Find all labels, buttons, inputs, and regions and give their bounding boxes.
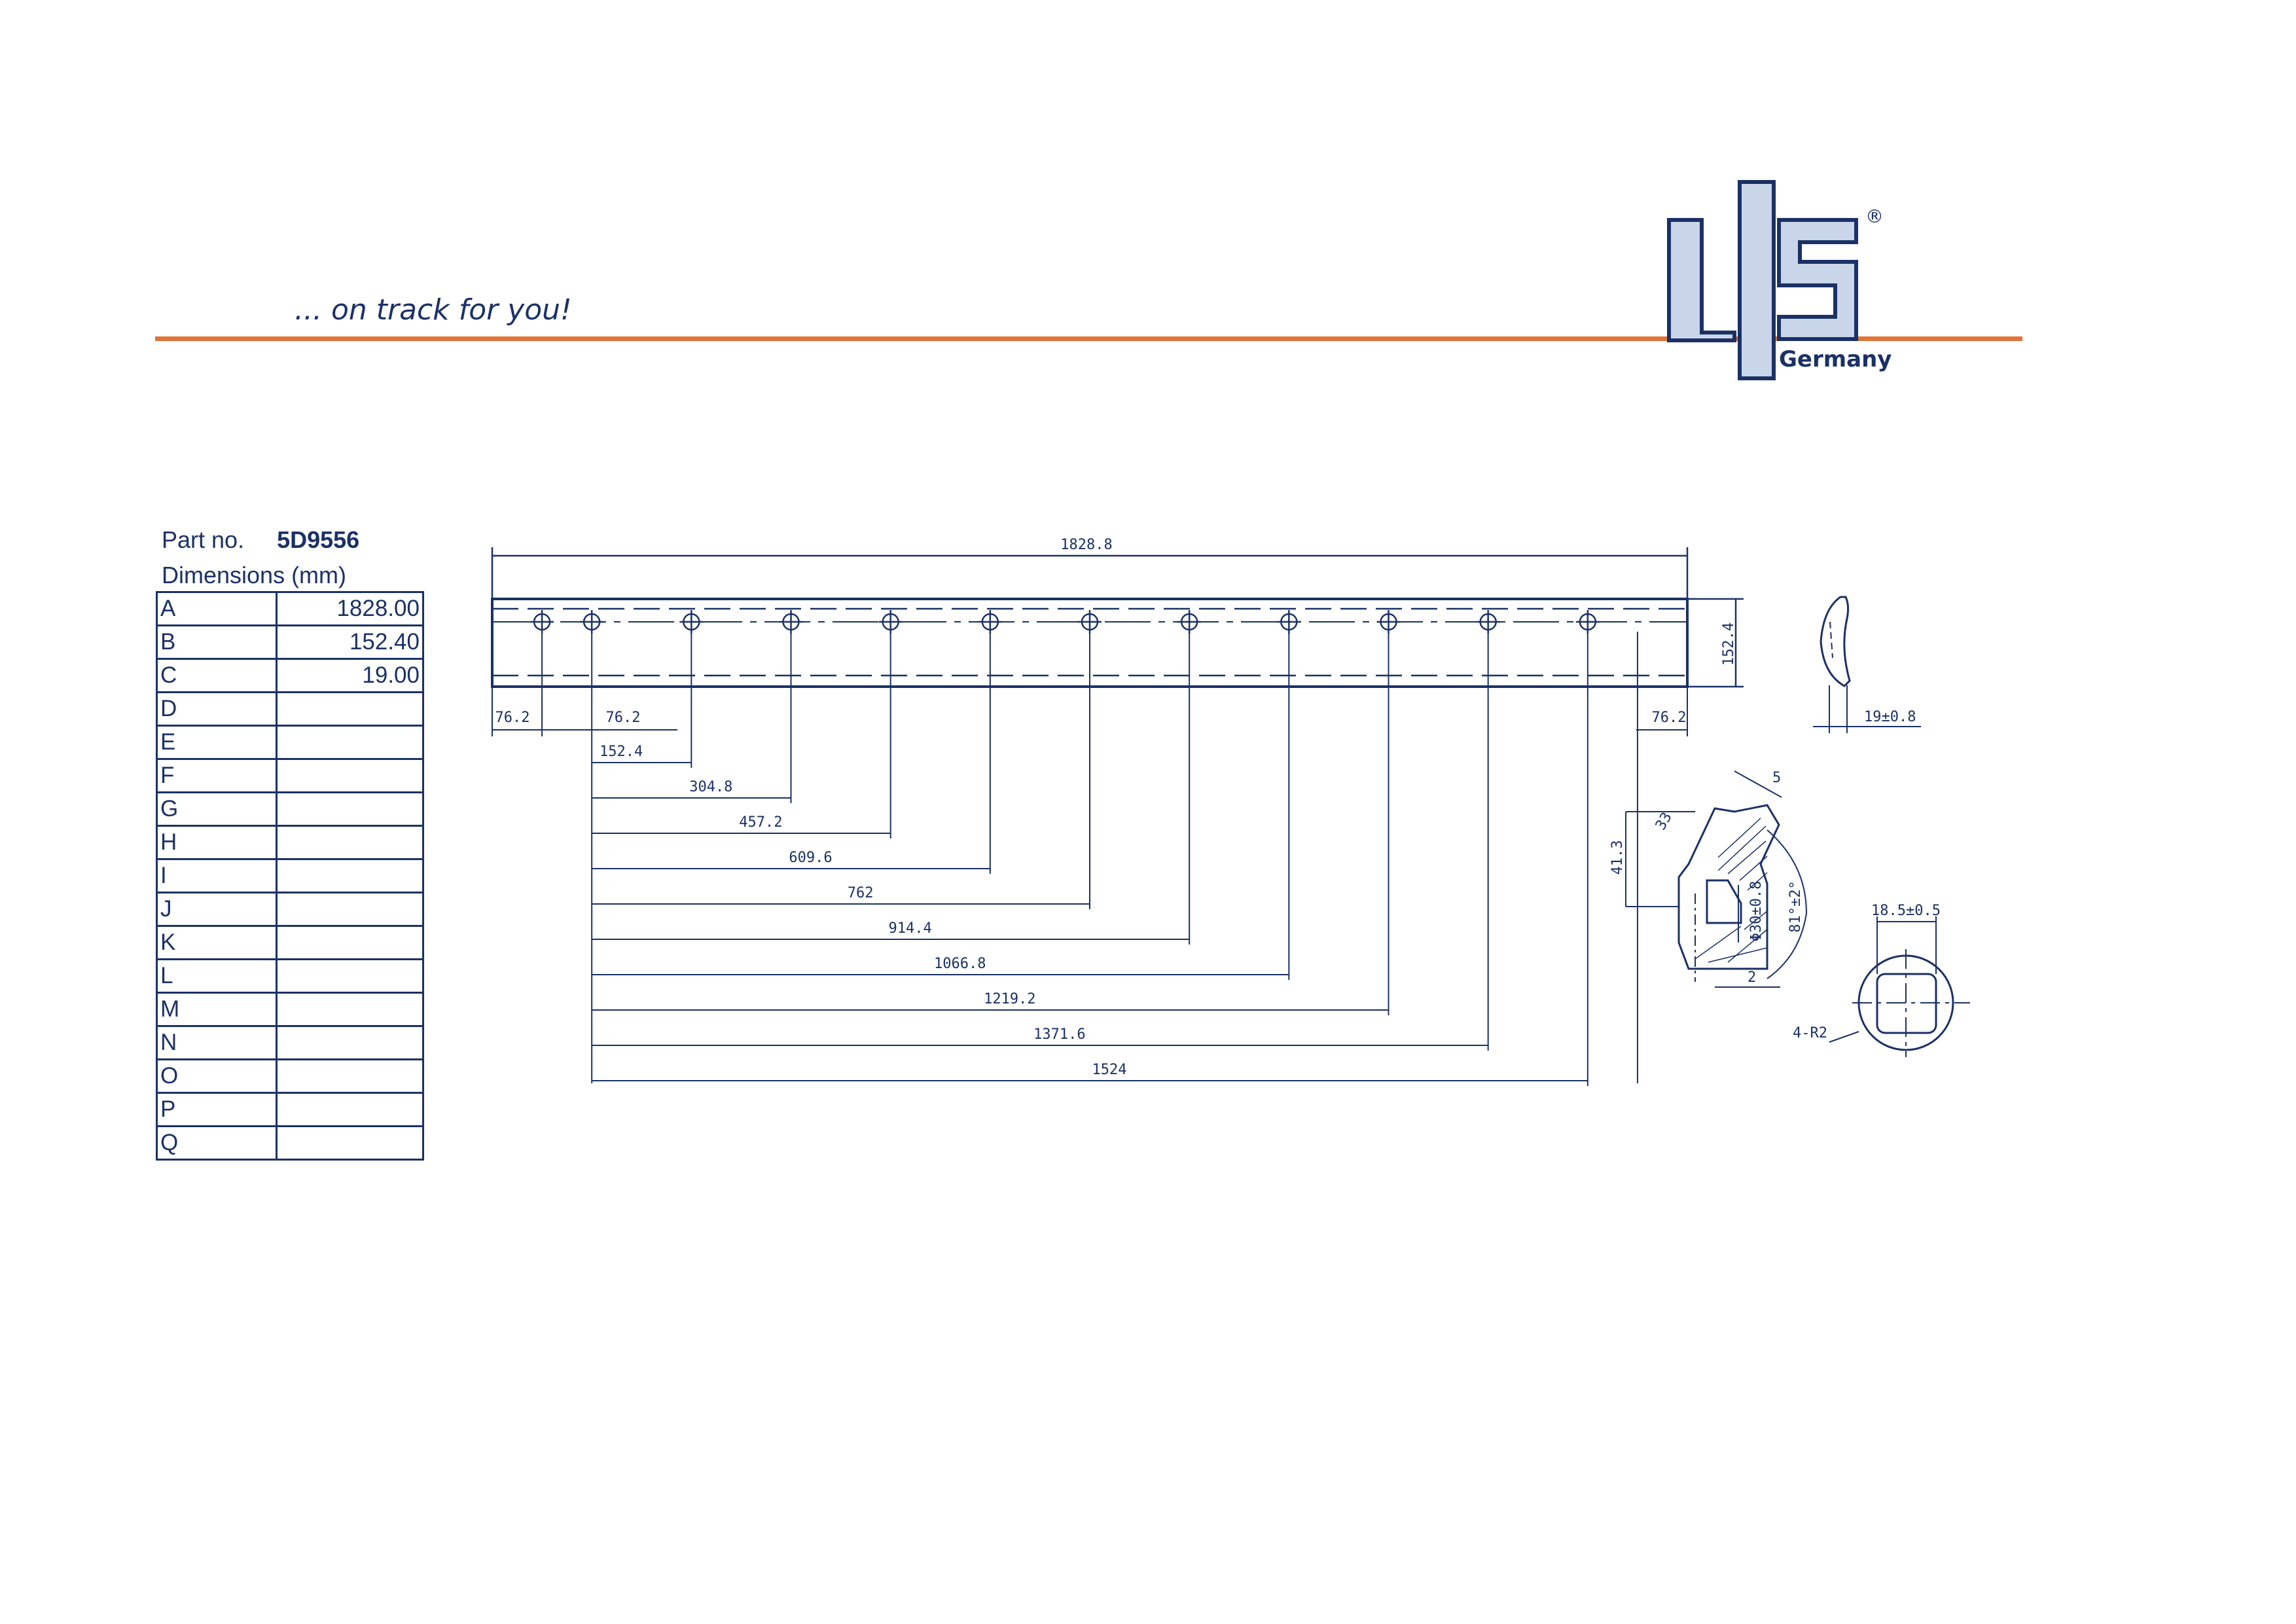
- part-number-line: Part no. 5D9556: [162, 526, 359, 554]
- dimension-row: I: [156, 858, 424, 893]
- dimension-key: L: [156, 958, 278, 994]
- dimension-row: K: [156, 925, 424, 960]
- logo-letter-l: [1667, 218, 1736, 342]
- hole-diameter-label: Φ30±0.8: [1748, 881, 1765, 942]
- logo-letter-s: [1777, 218, 1858, 341]
- hole-angle-label: 81°±2°: [1787, 880, 1804, 932]
- dimension-row: N: [156, 1025, 424, 1060]
- dimension-key: J: [156, 892, 278, 927]
- hole-position-label: 152.4: [600, 744, 643, 760]
- logo-country: Germany: [1779, 346, 1892, 372]
- hole-position-label: 457.2: [739, 814, 782, 831]
- dimension-key: Q: [156, 1125, 278, 1161]
- right-edge-offset-label: 76.2: [1652, 710, 1687, 726]
- dimension-row: M: [156, 992, 424, 1027]
- dimension-value: [276, 858, 424, 893]
- dimension-key: C: [156, 658, 278, 693]
- dimension-key: H: [156, 825, 278, 860]
- hole-position-label: 1219.2: [984, 991, 1035, 1007]
- dimension-row: L: [156, 958, 424, 994]
- lis-logo: ® Germany: [1667, 180, 1892, 380]
- dimension-key: N: [156, 1025, 278, 1060]
- hole-position-label: 1371.6: [1033, 1026, 1085, 1043]
- hole-position-label: 609.6: [789, 850, 832, 866]
- dimension-key: A: [156, 591, 278, 626]
- hole-top-label: 5: [1772, 770, 1781, 786]
- registered-mark: ®: [1865, 206, 1884, 227]
- square-size-label: 18.5±0.5: [1871, 903, 1941, 919]
- dimension-key: F: [156, 758, 278, 793]
- dimension-value: [276, 892, 424, 927]
- hole-position-label: 1066.8: [934, 956, 986, 972]
- dimension-value: [276, 791, 424, 827]
- height-label: 152.4: [1721, 623, 1737, 666]
- dimension-value: [276, 1058, 424, 1094]
- dimension-key: G: [156, 791, 278, 827]
- logo-letter-i: [1738, 180, 1776, 380]
- dimension-value: [276, 992, 424, 1027]
- left-edge-offset-label: 76.2: [495, 710, 530, 726]
- dimension-value: [276, 925, 424, 960]
- dimension-value: 19.00: [276, 658, 424, 693]
- dimension-value: [276, 1092, 424, 1127]
- hole-bottom-label: 2: [1748, 969, 1756, 986]
- hole-position-label: 762: [848, 885, 874, 901]
- dimension-value: [276, 825, 424, 860]
- dimensions-label: Dimensions (mm): [162, 562, 347, 588]
- tagline: ... on track for you!: [295, 293, 572, 327]
- dimension-key: M: [156, 992, 278, 1027]
- dimension-value: [276, 691, 424, 727]
- dimension-row: Q: [156, 1125, 424, 1161]
- dimension-key: P: [156, 1092, 278, 1127]
- dimension-row: G: [156, 791, 424, 827]
- dimension-row: D: [156, 691, 424, 727]
- overall-length-label: 1828.8: [1060, 537, 1112, 553]
- dimension-value: 1828.00: [276, 591, 424, 626]
- dimension-key: O: [156, 1058, 278, 1094]
- side-profile: [1820, 596, 1851, 687]
- hole-depth-label: 41.3: [1609, 840, 1626, 875]
- dimension-key: I: [156, 858, 278, 893]
- dimension-key: D: [156, 691, 278, 727]
- dimension-value: [276, 958, 424, 994]
- dimension-row: P: [156, 1092, 424, 1127]
- square-radius-label: 4-R2: [1793, 1025, 1827, 1041]
- part-label: Part no.: [162, 526, 245, 553]
- dimension-row: F: [156, 758, 424, 793]
- dimension-row: H: [156, 825, 424, 860]
- dimension-row: E: [156, 725, 424, 760]
- dimension-value: [276, 1125, 424, 1161]
- dimension-key: K: [156, 925, 278, 960]
- square-hole-detail: [1829, 916, 1970, 1057]
- hole-position-label: 304.8: [689, 779, 732, 795]
- dimension-value: [276, 725, 424, 760]
- dimension-value: 152.40: [276, 624, 424, 660]
- hole-chamfer-label: 33: [1653, 810, 1676, 833]
- part-number: 5D9556: [277, 526, 360, 553]
- thickness-label: 19±0.8: [1864, 709, 1916, 725]
- hole-section-detail: [1625, 770, 1808, 988]
- header-accent-line: [155, 336, 2022, 341]
- dimension-row: J: [156, 892, 424, 927]
- dimension-row: O: [156, 1058, 424, 1094]
- dimension-key: E: [156, 725, 278, 760]
- dimension-value: [276, 758, 424, 793]
- dimension-value: [276, 1025, 424, 1060]
- hole-position-label: 914.4: [889, 920, 932, 937]
- hole-position-label: 1524: [1092, 1062, 1127, 1078]
- first-pitch-label: 76.2: [606, 710, 641, 726]
- dimension-key: B: [156, 624, 278, 660]
